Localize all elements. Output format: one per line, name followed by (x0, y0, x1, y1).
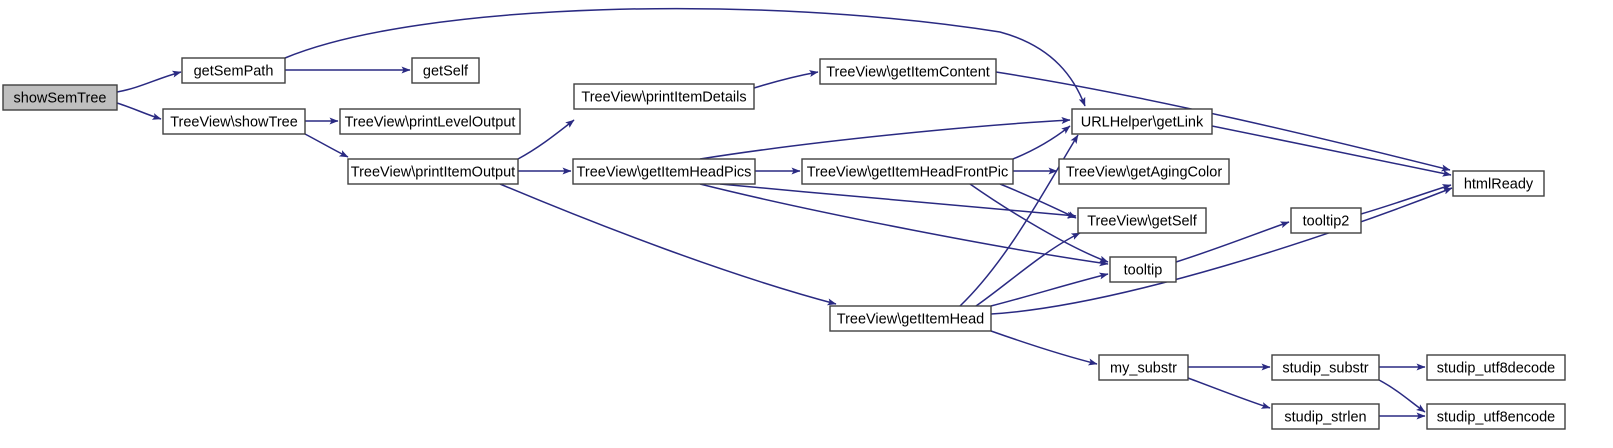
node-box-getSemPath[interactable] (181, 57, 286, 84)
call-edge-getItemContent-to-htmlReady (995, 71, 1451, 172)
node-box-tooltip2[interactable] (1290, 207, 1362, 234)
node-box-getItemHeadFrontPic[interactable] (801, 158, 1014, 185)
node-box-showTree[interactable] (162, 108, 306, 135)
node-tooltip[interactable]: tooltip (1109, 256, 1177, 283)
node-box-printLevelOutput[interactable] (339, 108, 521, 135)
node-printItemOutput[interactable]: TreeView\printItemOutput (347, 158, 519, 185)
call-edge-getItemHeadPics-to-getSelfTV (719, 183, 1077, 219)
node-box-getSelf[interactable] (411, 57, 480, 84)
call-edge-showTree-to-printItemOutput (304, 133, 349, 158)
node-box-printItemOutput[interactable] (347, 158, 519, 185)
node-printLevelOutput[interactable]: TreeView\printLevelOutput (339, 108, 521, 135)
call-edge-printItemDetails-to-getItemContent (753, 70, 819, 89)
node-box-getAgingColor[interactable] (1058, 158, 1230, 185)
node-box-getItemHead[interactable] (829, 305, 992, 332)
call-edge-getItemHeadPics-to-getLink (699, 116, 1071, 160)
call-edge-getItemHeadFrontPic-to-tooltip (969, 183, 1109, 263)
node-htmlReady[interactable]: htmlReady (1452, 170, 1545, 197)
node-box-getItemHeadPics[interactable] (572, 158, 756, 185)
call-edge-getItemHeadFrontPic-to-getSelfTV (999, 183, 1077, 219)
call-edge-getItemHead-to-htmlReady (990, 187, 1453, 315)
node-printItemDetails[interactable]: TreeView\printItemDetails (573, 83, 755, 110)
node-box-studip_strlen[interactable] (1271, 403, 1380, 430)
call-edge-my_substr-to-studip_strlen (1187, 377, 1271, 409)
node-studip_strlen[interactable]: studip_strlen (1271, 403, 1380, 430)
node-box-getItemContent[interactable] (819, 58, 997, 85)
node-my_substr[interactable]: my_substr (1098, 354, 1189, 381)
node-box-getSelfTV[interactable] (1077, 207, 1207, 234)
call-edge-getItemHead-to-tooltip (990, 272, 1109, 307)
node-getItemHeadPics[interactable]: TreeView\getItemHeadPics (572, 158, 756, 185)
call-edge-getItemHead-to-getLink (959, 134, 1079, 307)
node-getAgingColor[interactable]: TreeView\getAgingColor (1058, 158, 1230, 185)
call-edge-printItemOutput-to-printItemDetails (517, 119, 575, 160)
node-box-getLink[interactable] (1071, 108, 1213, 135)
call-edge-tooltip-to-tooltip2 (1175, 221, 1290, 263)
call-edge-getItemHead-to-getSelfTV (975, 232, 1081, 307)
call-edge-getItemHead-to-my_substr (990, 330, 1098, 366)
node-showTree[interactable]: TreeView\showTree (162, 108, 306, 135)
call-edge-getItemHeadPics-to-tooltip (699, 183, 1109, 267)
node-box-studip_utf8decode[interactable] (1426, 354, 1566, 381)
node-getSemPath[interactable]: getSemPath (181, 57, 286, 84)
call-edge-tooltip2-to-htmlReady (1360, 184, 1452, 215)
call-edge-getSemPath-to-getLink (284, 7, 1086, 107)
node-getItemHead[interactable]: TreeView\getItemHead (829, 305, 992, 332)
node-box-studip_substr[interactable] (1271, 354, 1380, 381)
node-box-studip_utf8encode[interactable] (1426, 403, 1566, 430)
call-edge-studip_substr-to-studip_utf8encode (1378, 379, 1426, 413)
node-layer: showSemTree getSemPath getSelfTreeView\sho… (2, 57, 1566, 430)
call-edge-getLink-to-htmlReady (1211, 125, 1452, 177)
call-edge-showSemTree-to-showTree (116, 102, 162, 120)
node-studip_utf8decode[interactable]: studip_utf8decode (1426, 354, 1566, 381)
node-box-tooltip[interactable] (1109, 256, 1177, 283)
node-getLink[interactable]: URLHelper\getLink (1071, 108, 1213, 135)
node-box-my_substr[interactable] (1098, 354, 1189, 381)
node-showSemTree[interactable]: showSemTree (2, 84, 118, 111)
call-edge-printItemOutput-to-getItemHead (499, 183, 837, 306)
node-getSelf[interactable]: getSelf (411, 57, 480, 84)
node-studip_utf8encode[interactable]: studip_utf8encode (1426, 403, 1566, 430)
node-getSelfTV[interactable]: TreeView\getSelf (1077, 207, 1207, 234)
node-tooltip2[interactable]: tooltip2 (1290, 207, 1362, 234)
call-edge-showSemTree-to-getSemPath (116, 70, 182, 93)
node-box-htmlReady[interactable] (1452, 170, 1545, 197)
node-getItemContent[interactable]: TreeView\getItemContent (819, 58, 997, 85)
node-box-showSemTree[interactable] (2, 84, 118, 111)
call-edge-getItemHeadFrontPic-to-getLink (1012, 125, 1071, 160)
edge-layer (116, 7, 1453, 420)
node-getItemHeadFrontPic[interactable]: TreeView\getItemHeadFrontPic (801, 158, 1014, 185)
node-studip_substr[interactable]: studip_substr (1271, 354, 1380, 381)
node-box-printItemDetails[interactable] (573, 83, 755, 110)
